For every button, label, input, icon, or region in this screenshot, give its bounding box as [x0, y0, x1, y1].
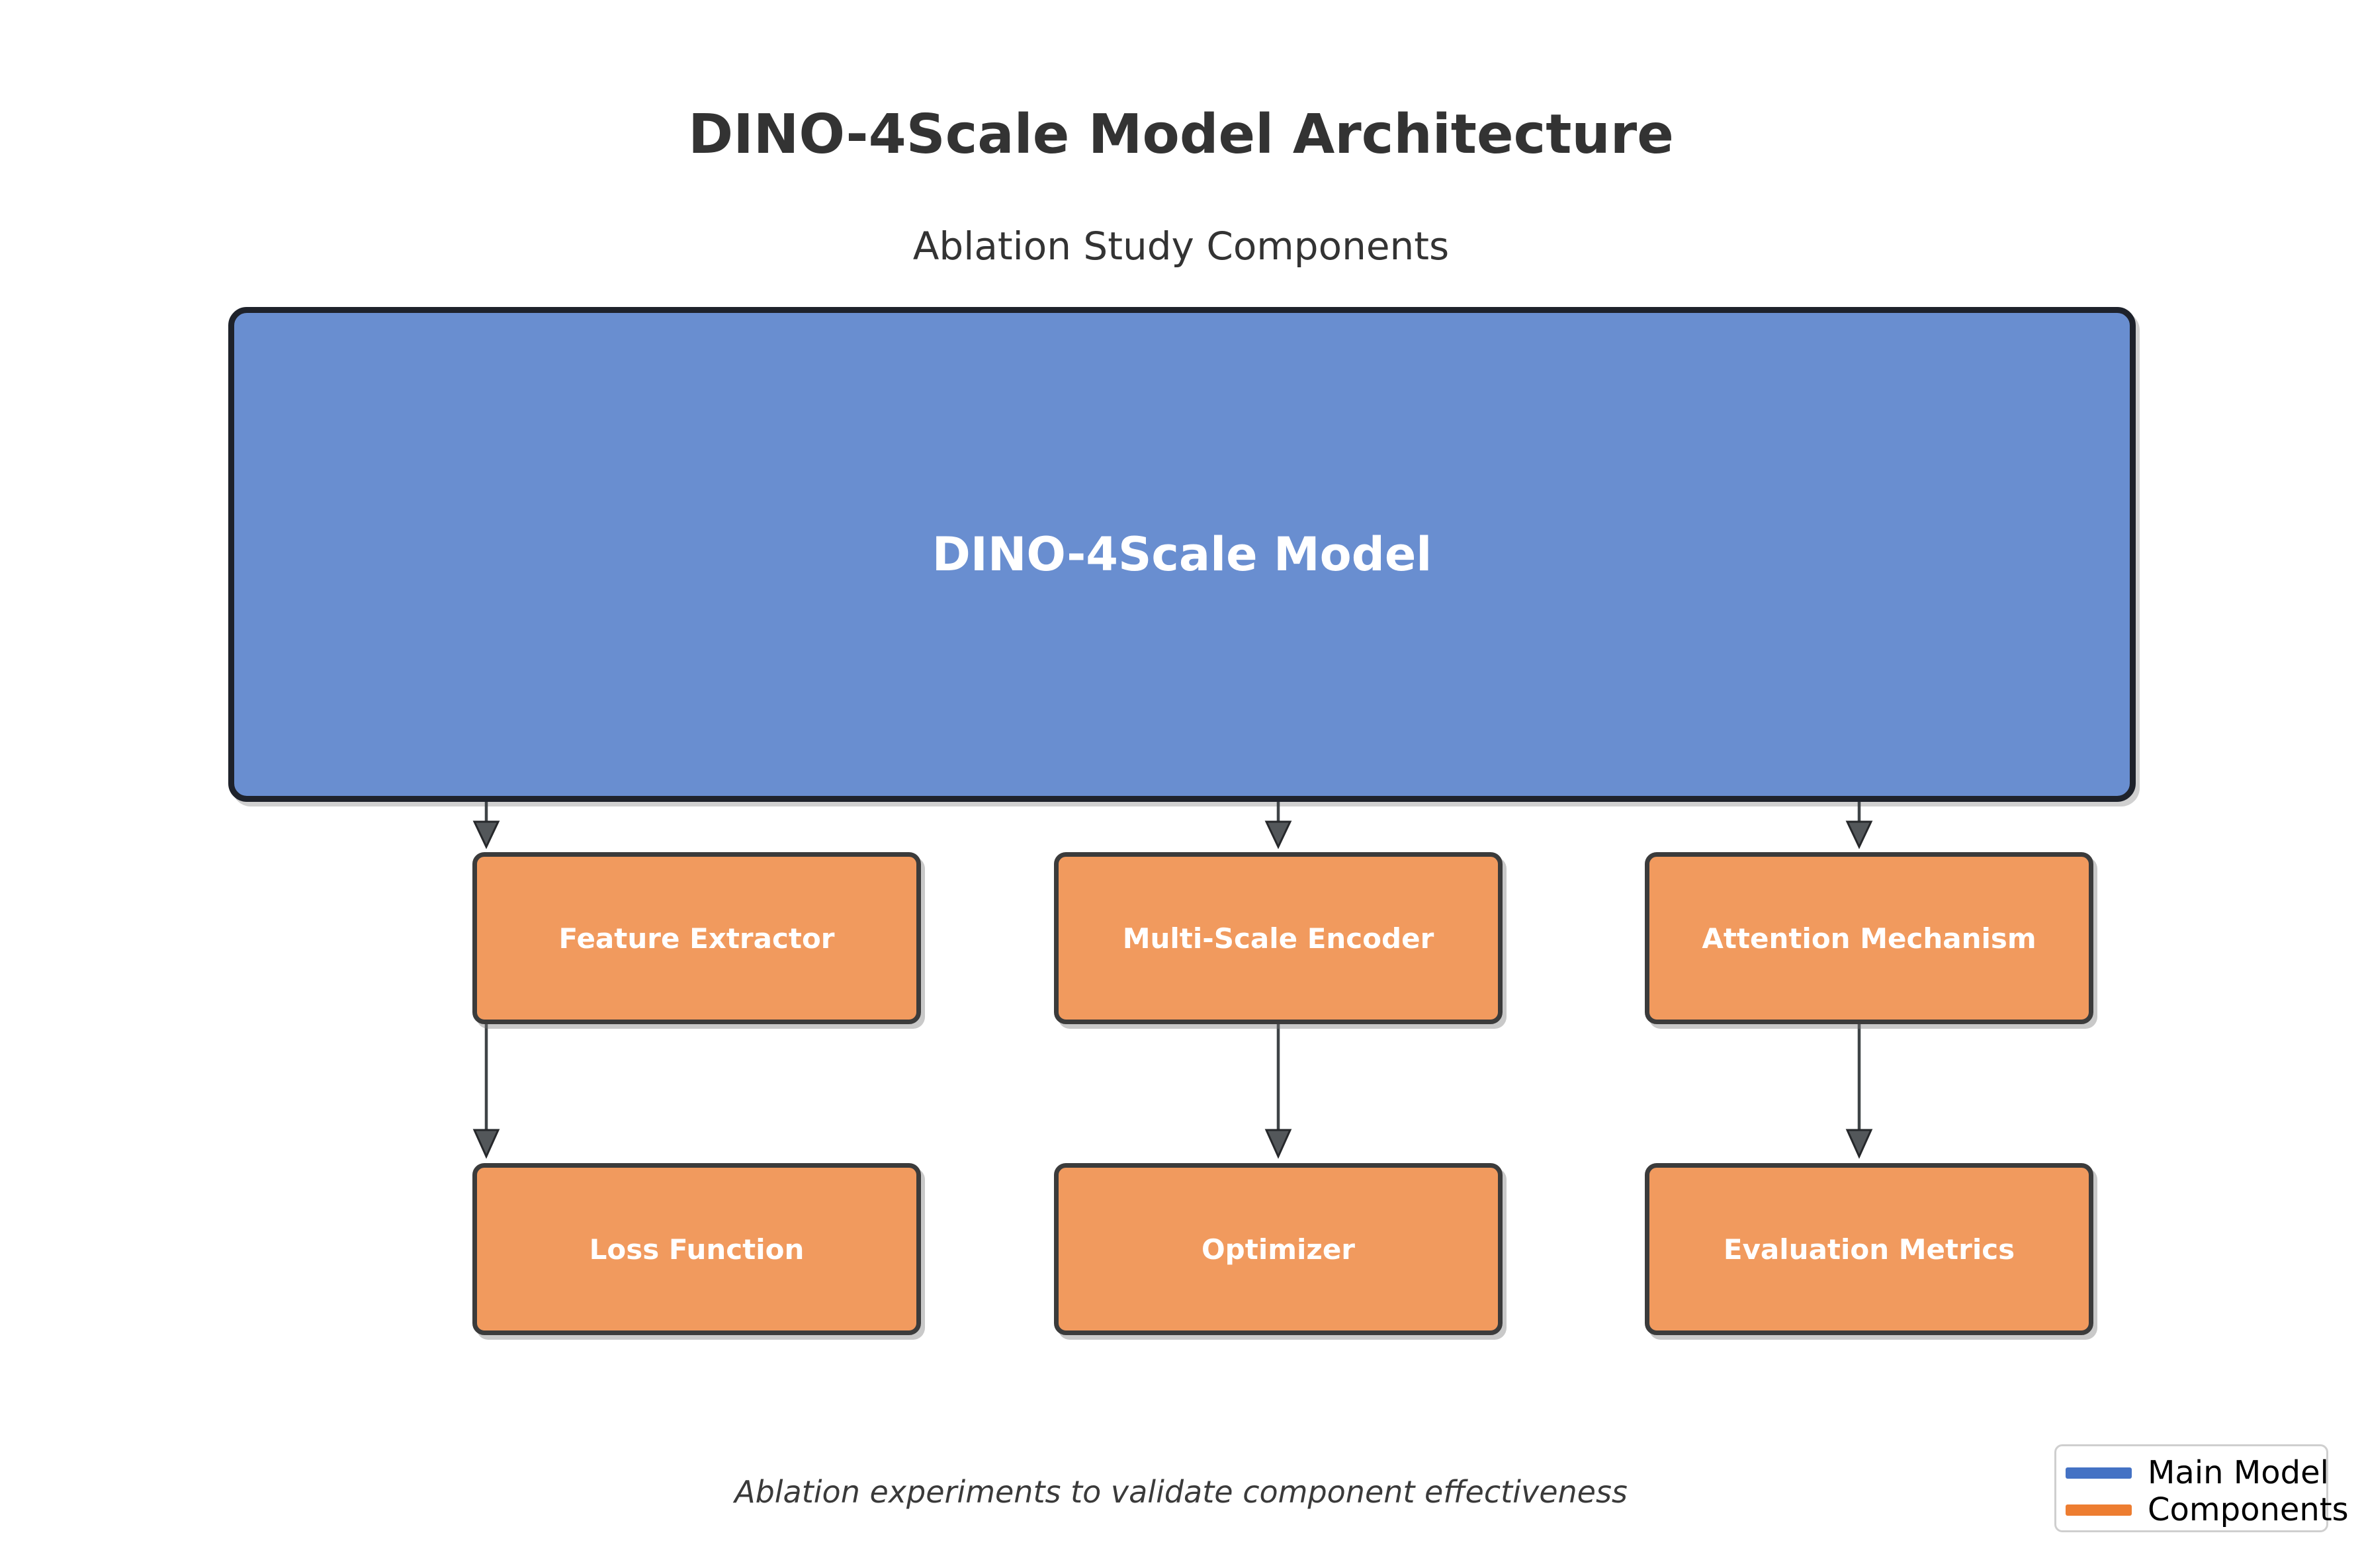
node-main-model: DINO-4Scale Model	[228, 307, 2136, 802]
page-subtitle: Ablation Study Components	[912, 224, 1450, 269]
node-multi-scale-encoder: Multi-Scale Encoder	[1054, 852, 1503, 1024]
arrow-attention-mechanism-to-evaluation-metrics	[1845, 1024, 1873, 1159]
node-feature-extractor: Feature Extractor	[472, 852, 921, 1024]
node-label: Loss Function	[589, 1233, 805, 1266]
node-label: Multi-Scale Encoder	[1122, 922, 1434, 955]
arrow-main-to-feature-extractor	[472, 802, 500, 849]
node-label: Optimizer	[1201, 1233, 1356, 1266]
legend-label: Main Model	[2148, 1454, 2329, 1491]
node-optimizer: Optimizer	[1054, 1163, 1503, 1335]
node-attention-mechanism: Attention Mechanism	[1645, 852, 2093, 1024]
node-label: Attention Mechanism	[1702, 922, 2036, 955]
node-label: Feature Extractor	[558, 922, 835, 955]
components-swatch	[2066, 1504, 2132, 1516]
arrow-feature-extractor-to-loss-function	[472, 1024, 500, 1159]
page-title: DINO-4Scale Model Architecture	[688, 103, 1674, 166]
legend-item-components: Components	[2066, 1491, 2349, 1528]
legend-label: Components	[2148, 1491, 2349, 1528]
figure-caption: Ablation experiments to validate compone…	[734, 1474, 1628, 1510]
arrow-main-to-attention-mechanism	[1845, 802, 1873, 849]
arrow-multi-scale-encoder-to-optimizer	[1264, 1024, 1292, 1159]
arrow-main-to-multi-scale-encoder	[1264, 802, 1292, 849]
legend-item-main-model: Main Model	[2066, 1454, 2329, 1491]
node-loss-function: Loss Function	[472, 1163, 921, 1335]
node-label: Evaluation Metrics	[1723, 1233, 2015, 1266]
node-evaluation-metrics: Evaluation Metrics	[1645, 1163, 2093, 1335]
main-model-label: DINO-4Scale Model	[932, 527, 1432, 582]
legend: Main Model Components	[2054, 1444, 2349, 1532]
main-model-swatch	[2066, 1467, 2132, 1479]
